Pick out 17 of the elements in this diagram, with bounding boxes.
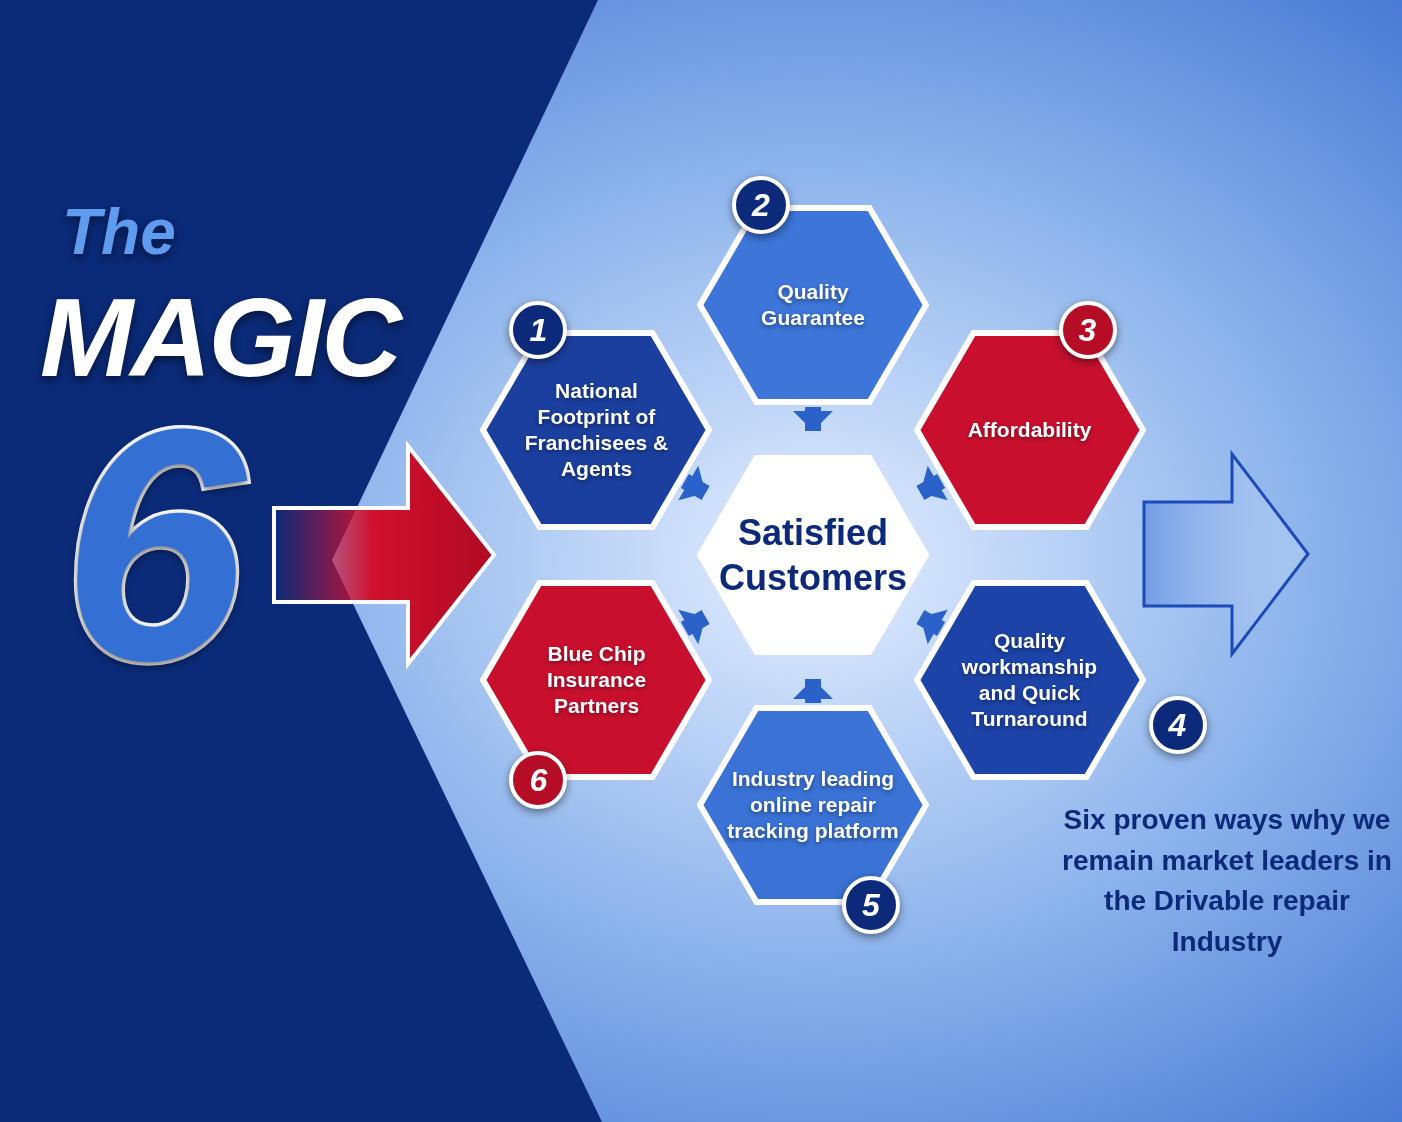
hexagon-label: Industry leading online repair tracking platform xyxy=(726,765,900,845)
hexagon-label: Blue Chip Insurance Partners xyxy=(545,640,648,720)
arrow xyxy=(678,609,710,645)
hexagon-tile xyxy=(913,580,1146,780)
caption-text: Six proven ways why we remain market leaders in the Drivable repair Industry xyxy=(1062,803,1392,959)
title-word: The xyxy=(62,200,176,264)
hexagon-label: National Footprint of Franchisees & Agents xyxy=(523,377,670,483)
hexagon-label: Quality workmanship and Quick Turnaround xyxy=(960,627,1099,733)
hexagon-label: Affordability xyxy=(966,416,1093,443)
arrow xyxy=(916,465,948,501)
arrow xyxy=(916,609,948,645)
center-label: Satisfied Customers xyxy=(717,511,909,600)
hexagon-label: Quality Guarantee xyxy=(760,278,866,331)
arrow xyxy=(678,465,710,501)
center-hexagon xyxy=(697,455,929,655)
arrow xyxy=(793,407,833,431)
arrow xyxy=(793,679,833,703)
